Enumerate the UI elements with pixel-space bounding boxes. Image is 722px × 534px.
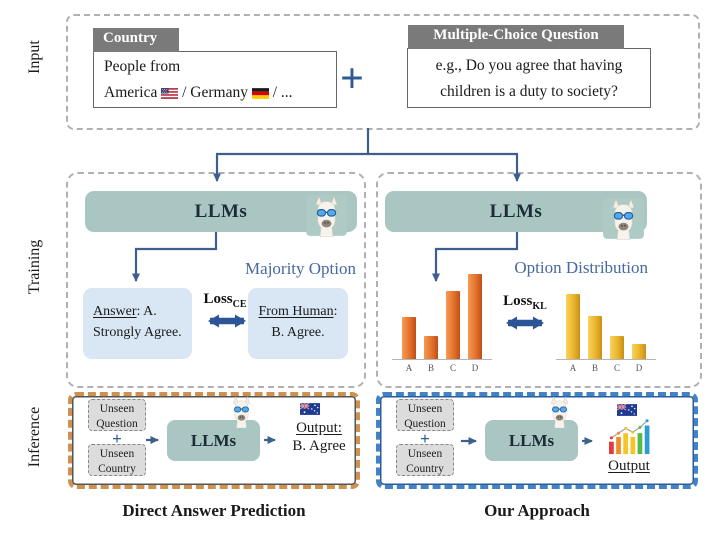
llama-icon (543, 395, 576, 428)
country-card: People from America / Germany / ... (93, 51, 337, 108)
output-right: Output (600, 457, 658, 475)
input-plus-sign: + (340, 56, 364, 102)
bar-label-A: A (405, 363, 413, 373)
human-distribution-chart: A B C D (556, 272, 656, 373)
loss-sub: KL (532, 301, 547, 312)
unseen-q-line2: Question (96, 417, 138, 430)
human-suffix: : (333, 304, 338, 319)
unseen-country-box: Unseen Country (88, 444, 146, 476)
chart-category-labels: A B C D (556, 360, 656, 373)
chart-bars (392, 272, 492, 360)
chart-bars (556, 272, 656, 360)
llm-label: LLMs (508, 430, 555, 450)
section-label-training: Training (26, 239, 43, 295)
answer-suffix: : A. (136, 304, 157, 319)
llm-label: LLMs (190, 430, 237, 450)
colorful-chart-icon (606, 416, 652, 456)
unseen-c-line2: Country (98, 462, 136, 475)
inference-left-plus: + (112, 429, 122, 448)
bar-label-D: D (471, 363, 479, 373)
section-label-input: Input (26, 40, 43, 74)
answer-underlined: Answer (93, 304, 137, 319)
caption-our-approach: Our Approach (484, 501, 590, 520)
loss-kl-label: LossKL (494, 293, 556, 312)
llama-icon (225, 395, 258, 428)
unseen-q-line1: Unseen (99, 403, 135, 415)
section-label-inference: Inference (26, 406, 43, 468)
answer-line1: Answer: A. (93, 301, 188, 322)
bar-label-B: B (591, 363, 598, 373)
input-section-box (66, 14, 700, 130)
country-line2: America / Germany / ... (104, 80, 326, 106)
loss-base: Loss (503, 293, 533, 309)
unseen-country-box: Unseen Country (396, 444, 454, 476)
question-line1: e.g., Do you agree that having (435, 57, 623, 74)
bar-C (610, 336, 624, 359)
unseen-q-line1: Unseen (407, 403, 443, 415)
human-line2: B. Agree. (271, 325, 325, 340)
unseen-c-line2: Country (406, 462, 444, 475)
chart-category-labels: A B C D (392, 360, 492, 373)
country-header: Country (93, 28, 179, 52)
bar-label-A: A (569, 363, 577, 373)
bar-D (632, 344, 646, 359)
country-america-text: America (104, 84, 158, 102)
majority-option-title: Majority Option (245, 259, 356, 278)
unseen-question-box: Unseen Question (88, 399, 146, 431)
question-header: Multiple-Choice Question (408, 25, 624, 49)
unseen-c-line1: Unseen (407, 448, 443, 460)
bar-D (468, 274, 482, 359)
unseen-c-line1: Unseen (99, 448, 135, 460)
inference-right-box (376, 392, 698, 489)
australia-flag-icon (299, 402, 320, 420)
bar-A (566, 294, 580, 359)
australia-flag-icon (616, 403, 637, 421)
unseen-question-box: Unseen Question (396, 399, 454, 431)
question-line2: children is a duty to society? (440, 83, 618, 101)
country-ellipsis-text: / ... (272, 84, 293, 102)
loss-base: Loss (203, 291, 233, 307)
llm-label: LLMs (489, 200, 543, 222)
llm-label: LLMs (194, 200, 248, 222)
option-distribution-title: Option Distribution (514, 258, 648, 277)
training-right-box (376, 172, 702, 388)
bar-label-C: C (613, 363, 620, 373)
question-card: e.g., Do you agree that having children … (407, 48, 651, 108)
bar-B (424, 336, 438, 359)
germany-flag-icon (251, 88, 269, 100)
llm-distribution-chart: A B C D (392, 272, 492, 373)
output-left: Output: B. Agree (282, 419, 356, 455)
human-underlined: From Human (258, 304, 334, 319)
output-value: B. Agree (292, 438, 346, 454)
output-label: Output: (296, 420, 342, 436)
human-line1: From Human: (248, 301, 348, 322)
loss-sub: CE (232, 299, 247, 310)
answer-card: Answer: A. Strongly Agree. (83, 288, 192, 359)
llama-icon (305, 194, 348, 237)
bar-label-B: B (427, 363, 434, 373)
unseen-q-line2: Question (404, 417, 446, 430)
llm-box-inference-right: LLMs (485, 420, 578, 461)
inference-right-plus: + (420, 429, 430, 448)
us-flag-icon (161, 88, 179, 100)
bar-A (402, 317, 416, 359)
output-label: Output (608, 458, 650, 474)
from-human-card: From Human: B. Agree. (248, 288, 348, 359)
country-germany-text: / Germany (182, 84, 248, 102)
answer-line2: Strongly Agree. (93, 325, 182, 340)
llama-icon (602, 197, 645, 240)
inference-left-box (68, 392, 360, 489)
caption-direct-answer-prediction: Direct Answer Prediction (122, 501, 306, 520)
bar-label-D: D (635, 363, 643, 373)
bar-label-C: C (449, 363, 456, 373)
country-line1: People from (104, 58, 181, 75)
loss-ce-label: LossCE (194, 291, 256, 310)
bar-C (446, 291, 460, 359)
bar-B (588, 316, 602, 359)
